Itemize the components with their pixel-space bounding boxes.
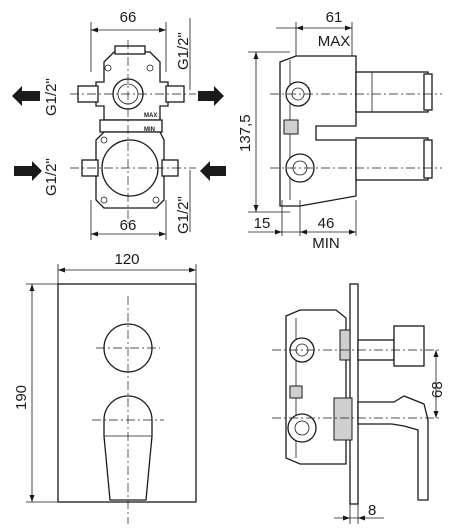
mark-min: MIN	[144, 127, 155, 133]
dim-offset: 15	[254, 215, 271, 232]
port-label-top-right: G1/2"	[175, 32, 192, 70]
valve-body-front-view: 66 G1/2" G1/2" G1/2" G1/2" MAX MIN	[12, 9, 226, 240]
dim-depth-max: 61	[326, 9, 343, 26]
port-label-bottom-right: G1/2"	[175, 196, 192, 234]
dim-width-top: 66	[120, 9, 137, 26]
mark-max: MAX	[144, 113, 157, 119]
outlet-arrow-right-icon	[198, 86, 224, 106]
dim-depth-min: 46	[318, 215, 335, 232]
dim-plate-width: 120	[114, 251, 139, 268]
label-max: MAX	[318, 33, 351, 50]
dim-spacing: 68	[429, 381, 446, 398]
dim-plate-height: 190	[13, 385, 30, 410]
inlet-arrow-right-icon	[200, 161, 226, 181]
port-label-bottom-left: G1/2"	[43, 158, 60, 196]
dim-width-bottom: 66	[120, 217, 137, 234]
mixer-lever-side	[357, 395, 429, 501]
inlet-arrow-left-icon	[14, 161, 42, 181]
dim-height: 137,5	[237, 114, 254, 152]
port-label-top-left: G1/2"	[43, 78, 60, 116]
valve-body-side-view: 61 MAX 137,5 15	[237, 9, 442, 252]
label-min: MIN	[312, 235, 340, 252]
assembled-side-view: 68 8	[272, 283, 446, 524]
cover-plate-front-view: 120 190	[13, 251, 197, 524]
dim-plate-thickness: 8	[368, 502, 376, 519]
outlet-arrow-left-icon	[12, 86, 40, 106]
mixer-lever	[103, 395, 153, 501]
cover-plate-side	[349, 283, 359, 505]
